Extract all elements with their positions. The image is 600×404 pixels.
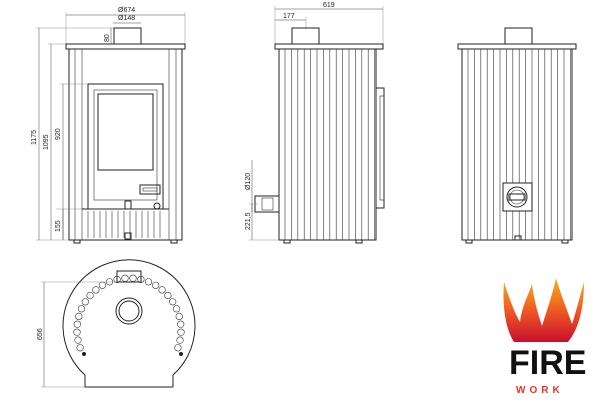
plan-pin-left [82, 352, 86, 356]
plan-hole [73, 320, 81, 328]
plan-hole [74, 336, 82, 344]
dim-height-2: 1095 [43, 134, 50, 150]
dim-flue-offset: 80 [104, 34, 111, 42]
dim-total-height: 1175 [31, 130, 38, 145]
dim-height-3: 920 [55, 128, 62, 140]
front-view: Ø674 Ø148 [31, 7, 186, 244]
plan-hole [169, 298, 177, 306]
plan-hole [177, 328, 185, 336]
dim-top-flue-offset: 177 [283, 13, 295, 20]
dim-depth: 619 [323, 2, 335, 9]
dim-rear-flue-height: 221,5 [245, 212, 252, 230]
plan-hole [77, 305, 86, 313]
plan-hole [174, 344, 182, 352]
flame-icon [503, 278, 584, 342]
plan-hole [113, 275, 121, 284]
plan-hole [121, 274, 129, 282]
dim-base-height: 155 [55, 220, 62, 232]
plan-view: 656 [37, 259, 196, 388]
plan-hole [75, 312, 83, 321]
plan-hole [129, 274, 137, 282]
plan-hole [177, 320, 185, 328]
plan-hole [175, 312, 183, 321]
plan-hole [86, 291, 94, 300]
plan-hole [137, 275, 145, 284]
plan-hole [76, 344, 84, 352]
dim-plan-depth: 656 [37, 328, 44, 340]
dim-flue-diameter: Ø148 [118, 15, 135, 22]
rear-view [457, 27, 577, 244]
plan-hole [98, 281, 106, 289]
plan-hole [158, 286, 166, 294]
plan-hole [164, 291, 172, 300]
logo-fire-text: FIRE [509, 344, 586, 382]
plan-hole [81, 298, 89, 306]
plan-hole [152, 281, 160, 289]
plan-pin-right [179, 352, 183, 356]
plan-hole [92, 286, 100, 294]
plan-hole [144, 278, 153, 286]
dim-rear-flue-diameter: Ø120 [245, 173, 252, 190]
plan-hole [172, 305, 181, 313]
plan-hole [176, 336, 184, 344]
dim-width: Ø674 [118, 7, 135, 14]
plan-hole [73, 328, 81, 336]
side-view: 619 177 Ø120 221,5 [245, 2, 385, 244]
firework-logo: FIRE WORK [503, 278, 586, 396]
logo-work-text: WORK [516, 385, 564, 396]
